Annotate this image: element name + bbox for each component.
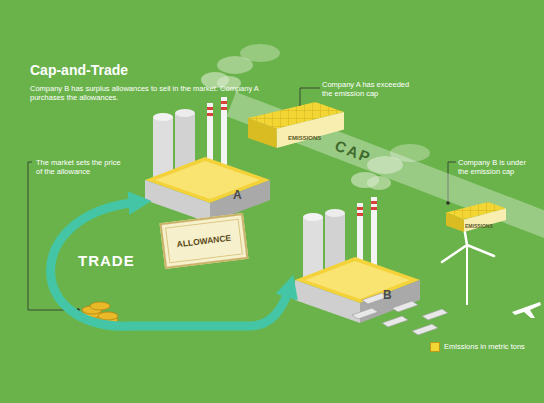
edge-label: TRADE [78,252,135,269]
callout-text: Company B has surplus allowances to sell… [30,84,260,103]
callout-text: Company A has exceeded the emission cap [322,80,414,99]
node-text: A [233,188,242,202]
node-text: ALLOWANCE [176,233,232,250]
node-text: EMISSIONS [465,223,493,229]
callout-text: The market sets the price of the allowan… [36,158,124,177]
allowance-certificate: ALLOWANCE [160,213,249,269]
factory: A [140,88,285,226]
node-text: CAP [333,136,374,165]
trade-arrow [51,202,290,326]
factory: B [290,188,430,306]
legend-text: Emissions in metric tons [444,342,525,351]
emissions-stack: EMISSIONS [446,202,506,232]
node-text: EMISSIONS [288,135,321,141]
title: Cap-and-Trade [30,62,128,78]
callout-text: Company B is under the emission cap [458,158,538,177]
legend-swatch [430,342,440,352]
node-text: B [383,288,392,302]
emissions-stack: EMISSIONS [248,102,344,148]
